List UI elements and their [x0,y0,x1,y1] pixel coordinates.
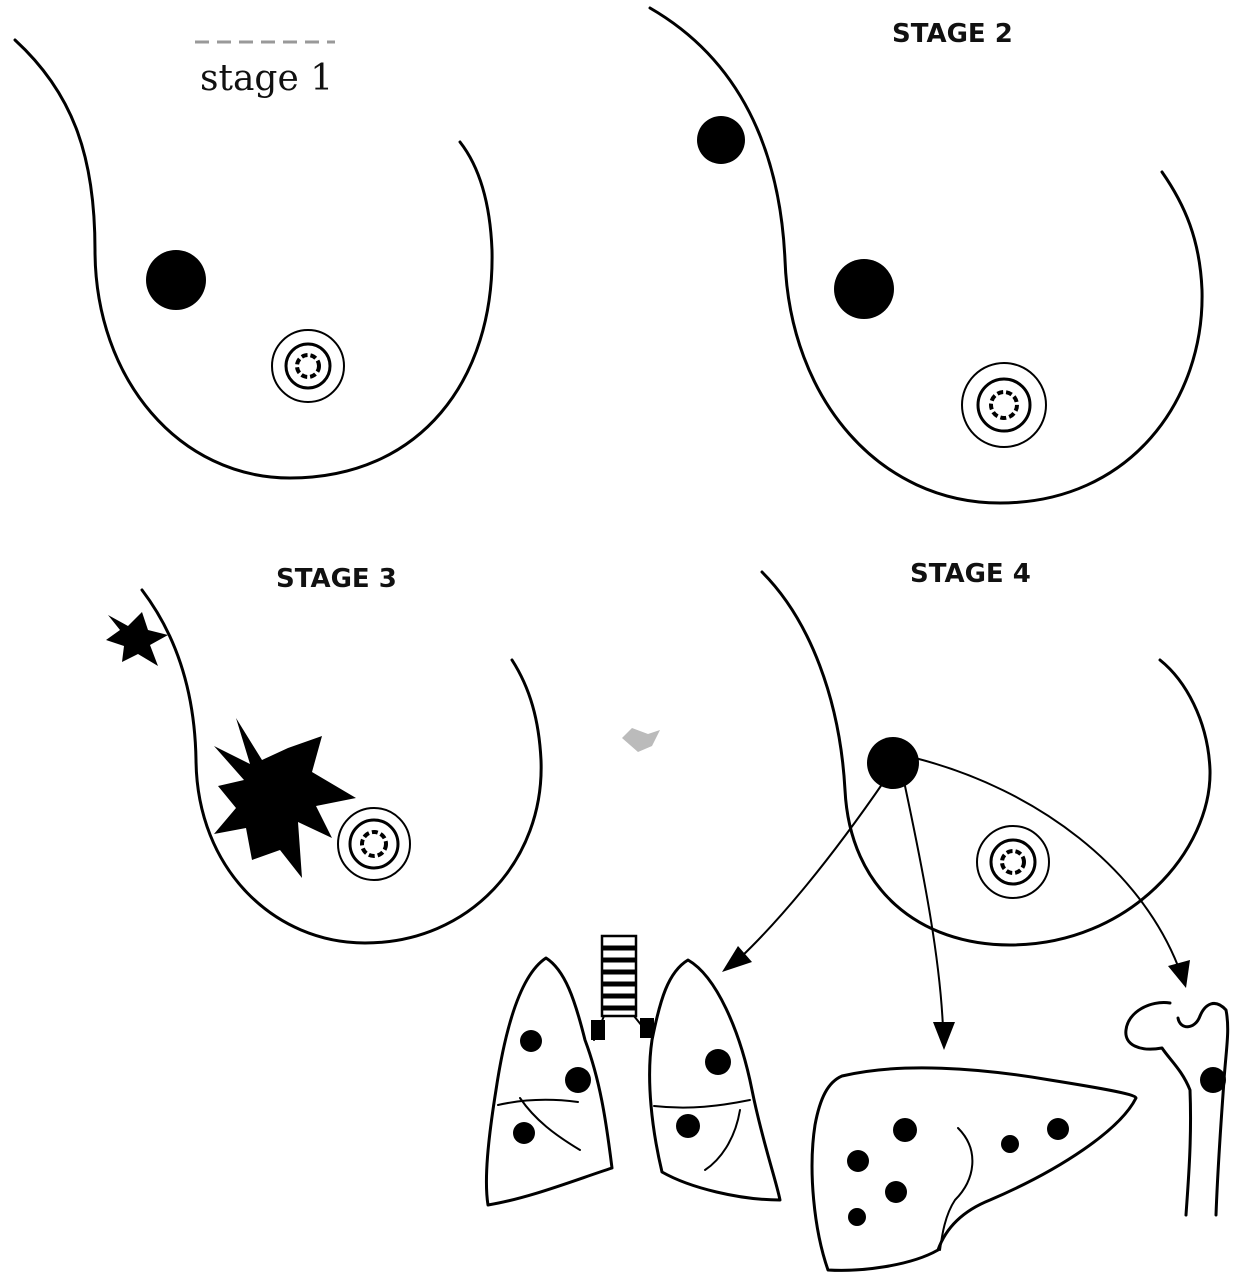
liver-metastasis [885,1181,907,1203]
femur-illustration [1126,1003,1228,1215]
stage-2-label: STAGE 2 [892,19,1013,49]
stage-4-panel: STAGE 4 [486,559,1227,1270]
stage-3-nipple [338,808,410,880]
stage-2-lymph-node-tumor [697,116,745,164]
stage-4-primary-tumor [867,737,919,789]
femur-outline [1126,1003,1228,1215]
stage-4-breast-outline [762,572,1210,945]
lung-metastasis [520,1030,542,1052]
stage-1-nipple [272,330,344,402]
lung-metastasis [705,1049,731,1075]
liver-metastasis [1047,1118,1069,1140]
stage-2-breast-outline [650,8,1202,503]
liver-metastasis [847,1150,869,1172]
lung-metastasis [676,1114,700,1138]
stage-3-label: STAGE 3 [276,564,397,594]
liver-metastasis [893,1118,917,1142]
right-lung [650,960,780,1200]
stage-1-tumor [146,250,206,310]
arrow-to-bone [915,758,1190,988]
stage-2-tumor [834,259,894,319]
scan-artifact [622,728,660,752]
stage-1-panel: stage 1 [15,40,492,478]
lung-metastasis [565,1067,591,1093]
stage-2-nipple [962,363,1046,447]
stage-3-lymph-node-star-tumor [106,612,168,666]
left-lung [486,958,612,1205]
stage-2-panel: STAGE 2 [650,8,1202,503]
stage-1-label: stage 1 [200,58,333,99]
bone-metastasis [1200,1067,1226,1093]
stage-4-label: STAGE 4 [910,559,1031,589]
arrow-to-lungs [722,780,885,972]
right-lung-fissure-2 [705,1110,740,1170]
trachea [591,936,654,1040]
lungs-illustration [486,936,780,1205]
liver-illustration [812,1068,1136,1270]
stage-1-breast-outline [15,40,492,478]
lung-metastasis [513,1122,535,1144]
left-lung-fissure [498,1100,578,1105]
stage-3-panel: STAGE 3 [106,564,660,943]
liver-lobe-line [940,1128,972,1250]
liver-metastasis [1001,1135,1019,1153]
right-lung-fissure [654,1100,750,1108]
stage-4-nipple [977,826,1049,898]
stage-3-breast-outline [142,590,541,943]
liver-metastasis [848,1208,866,1226]
stage-3-spiculated-tumor [214,718,356,878]
